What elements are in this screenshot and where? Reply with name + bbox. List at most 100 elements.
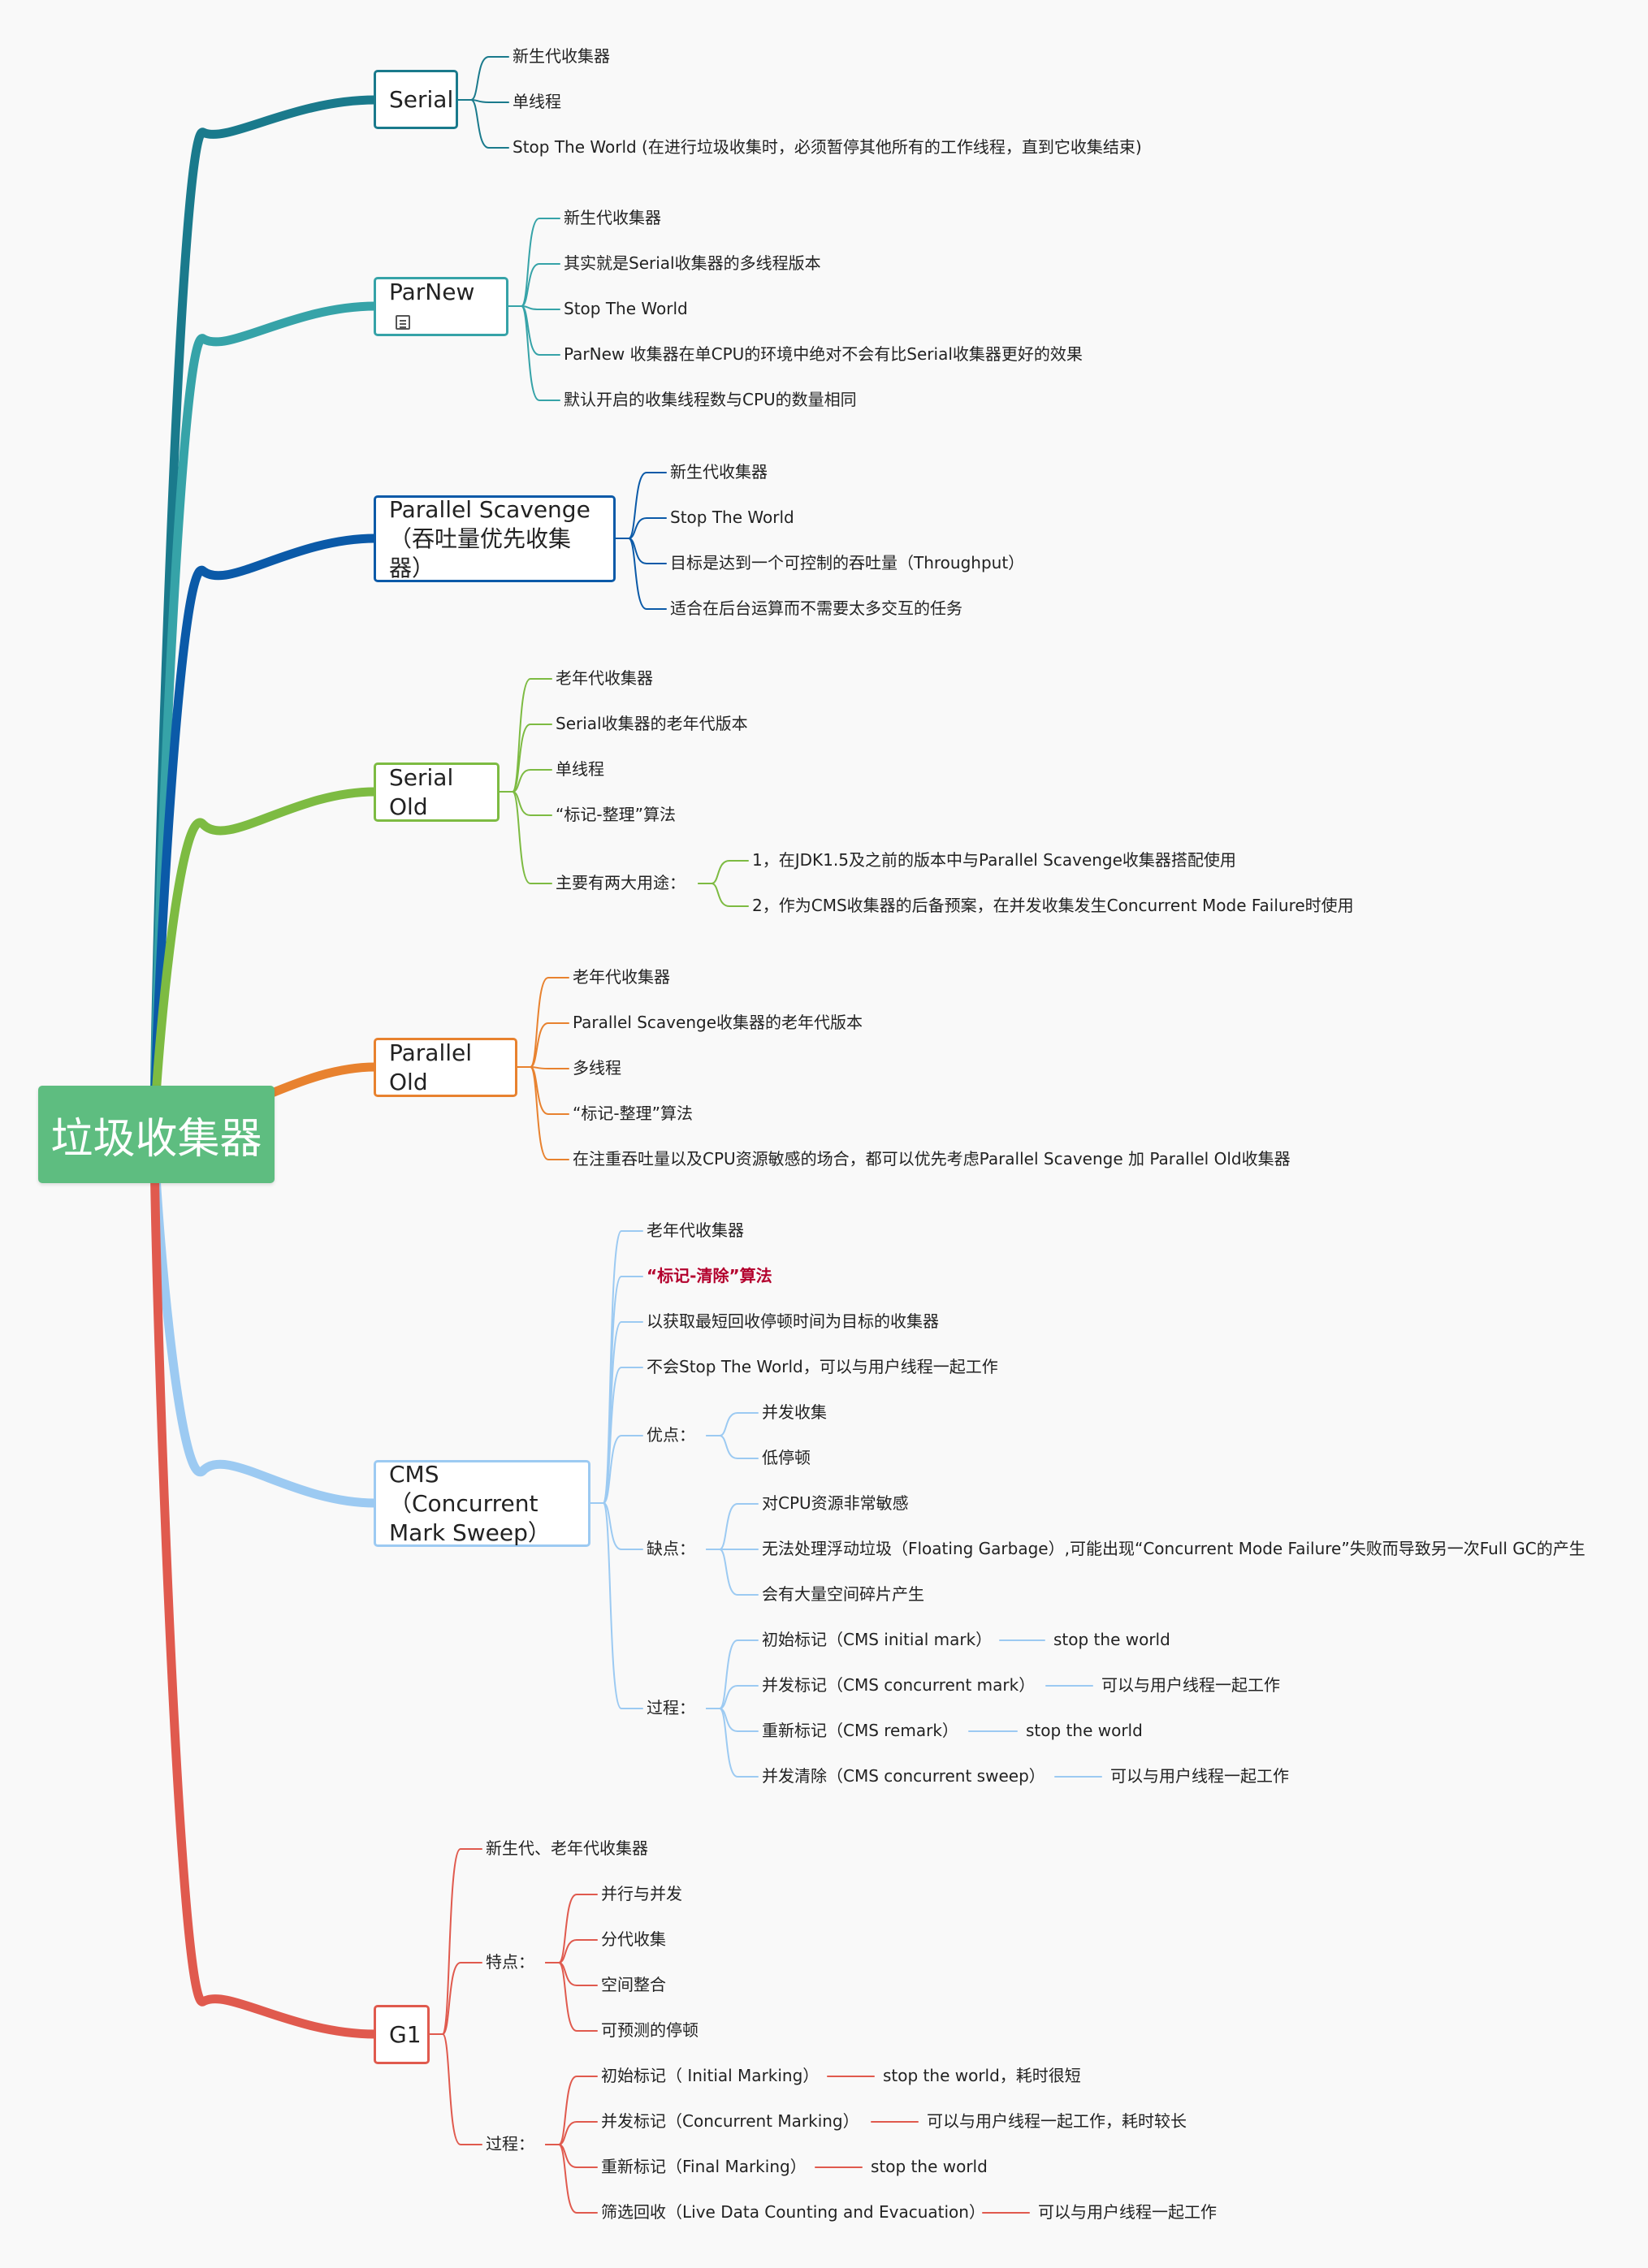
g1-feature-1: 并行与并发: [601, 1884, 682, 1903]
cms-leaf-2: “标记-清除”算法: [647, 1266, 772, 1285]
g1-process-connector-1: [545, 2076, 598, 2145]
ps-leaf-4: 适合在后台运算而不需要太多交互的任务: [670, 598, 962, 618]
po-leaf-5: 在注重吞吐量以及CPU资源敏感的场合，都可以优先考虑Parallel Scave…: [573, 1149, 1291, 1169]
ps-leaf-3: 目标是达到一个可控制的吞吐量（Throughput）: [670, 553, 1025, 572]
cms-cons-label: 缺点：: [647, 1539, 695, 1558]
g1-connector-2: [429, 1962, 482, 2035]
node-g1[interactable]: G1: [374, 2005, 430, 2064]
ps-connector-1: [615, 472, 667, 539]
cms-pros-label: 优点：: [647, 1425, 695, 1445]
node-parallel-scavenge[interactable]: Parallel Scavenge （吞吐量优先收集器）: [374, 495, 616, 582]
root-node[interactable]: 垃圾收集器: [38, 1086, 275, 1183]
branch-line-serial-old: [149, 787, 380, 1139]
parnew-leaf-1: 新生代收集器: [564, 208, 661, 227]
parnew-connector-5: [508, 305, 560, 401]
node-cms[interactable]: CMS（Concurrent Mark Sweep）: [374, 1460, 590, 1547]
g1-step-1-note: stop the world，耗时很短: [883, 2066, 1081, 2085]
cms-process-label: 过程：: [647, 1698, 695, 1717]
cms-connector-7: [590, 1502, 643, 1709]
po-leaf-1: 老年代收集器: [573, 967, 670, 987]
node-serial-label: Serial: [389, 85, 454, 113]
g1-feature-3: 空间整合: [601, 1975, 666, 1994]
ps-leaf-1: 新生代收集器: [670, 462, 768, 482]
cms-step-2: 并发标记（CMS concurrent mark）: [762, 1675, 1036, 1695]
po-leaf-3: 多线程: [573, 1058, 621, 1078]
po-connector-4: [517, 1066, 569, 1115]
g1-features-connector-4: [545, 1962, 598, 2032]
cms-step-4: 并发清除（CMS concurrent sweep）: [762, 1766, 1045, 1786]
note-icon[interactable]: [396, 314, 410, 330]
cms-cons-1: 对CPU资源非常敏感: [762, 1493, 909, 1513]
so-group-label: 主要有两大用途：: [556, 873, 686, 892]
cms-pros-2: 低停顿: [762, 1448, 811, 1467]
cms-step-1: 初始标记（CMS initial mark）: [762, 1630, 993, 1649]
ps-connector-2: [615, 517, 667, 539]
cms-leaf-4: 不会Stop The World，可以与用户线程一起工作: [647, 1357, 998, 1376]
cms-pros-connector-1: [706, 1412, 759, 1436]
g1-connector-3: [429, 2033, 482, 2145]
cms-pros-connector-2: [706, 1435, 759, 1459]
g1-process-connector-3: [545, 2144, 598, 2168]
g1-step-3: 重新标记（Final Marking）: [601, 2157, 807, 2176]
so-connector-3: [499, 769, 552, 793]
cms-connector-3: [590, 1321, 643, 1504]
so-leaf-1: 老年代收集器: [556, 668, 653, 688]
g1-connector-1: [429, 1848, 482, 2035]
so-leaf-4: “标记-整理”算法: [556, 805, 676, 824]
so-connector-4: [499, 791, 552, 816]
g1-process-connector-2: [545, 2121, 598, 2145]
po-connector-5: [517, 1066, 569, 1160]
ps-connector-3: [615, 538, 667, 564]
cms-process-connector-2: [706, 1685, 759, 1709]
cms-step-2-note: 可以与用户线程一起工作: [1101, 1675, 1280, 1695]
cms-connector-5: [590, 1435, 643, 1504]
g1-features-connector-1: [545, 1894, 598, 1963]
so-group-item-1: 1，在JDK1.5及之前的版本中与Parallel Scavenge收集器搭配使…: [752, 850, 1236, 870]
parnew-connector-2: [508, 263, 560, 307]
cms-cons-connector-1: [706, 1503, 759, 1550]
node-serial-old-label: Serial Old: [389, 763, 454, 820]
po-connector-2: [517, 1022, 569, 1068]
cms-step-3: 重新标记（CMS remark）: [762, 1721, 958, 1740]
so-group-item-2: 2，作为CMS收集器的后备预案，在并发收集发生Concurrent Mode F…: [752, 896, 1354, 915]
so-group-connector-2: [698, 883, 749, 907]
serial-connector-1: [457, 56, 509, 101]
g1-process-label: 过程：: [486, 2134, 534, 2154]
node-parallel-scavenge-line2: （吞吐量优先收集器）: [389, 525, 572, 581]
node-parnew-label: ParNew: [389, 278, 475, 305]
cms-step-4-note: 可以与用户线程一起工作: [1110, 1766, 1289, 1786]
ps-leaf-2: Stop The World: [670, 508, 794, 527]
cms-leaf-1: 老年代收集器: [647, 1220, 744, 1240]
cms-leaf-3: 以获取最短回收停顿时间为目标的收集器: [647, 1311, 939, 1331]
po-leaf-2: Parallel Scavenge收集器的老年代版本: [573, 1013, 863, 1032]
po-leaf-4: “标记-整理”算法: [573, 1104, 693, 1123]
serial-leaf-1: 新生代收集器: [513, 46, 610, 66]
serial-connector-3: [457, 99, 509, 149]
so-connector-1: [499, 678, 552, 793]
cms-connector-2: [590, 1276, 643, 1504]
cms-process-connector-1: [706, 1639, 759, 1709]
g1-step-3-note: stop the world: [871, 2157, 988, 2176]
so-connector-5: [499, 791, 552, 884]
g1-leaf-1: 新生代、老年代收集器: [486, 1838, 648, 1858]
node-serial[interactable]: Serial: [374, 70, 458, 129]
node-parallel-scavenge-line1: Parallel Scavenge: [389, 495, 590, 523]
cms-step-3-note: stop the world: [1026, 1721, 1143, 1740]
parnew-leaf-4: ParNew 收集器在单CPU的环境中绝对不会有比Serial收集器更好的效果: [564, 344, 1083, 364]
g1-step-2: 并发标记（Concurrent Marking）: [601, 2111, 859, 2131]
node-cms-line2: Mark Sweep）: [389, 1518, 551, 1546]
node-parallel-old[interactable]: Parallel Old: [374, 1038, 517, 1097]
so-connector-2: [499, 724, 552, 793]
parnew-leaf-2: 其实就是Serial收集器的多线程版本: [564, 253, 821, 273]
g1-step-1: 初始标记（ Initial Marking）: [601, 2066, 820, 2085]
g1-feature-4: 可预测的停顿: [601, 2020, 699, 2040]
g1-features-label: 特点：: [486, 1952, 534, 1972]
g1-feature-2: 分代收集: [601, 1929, 666, 1949]
node-g1-label: G1: [389, 2020, 422, 2048]
node-parnew[interactable]: ParNew: [374, 277, 508, 336]
cms-cons-3: 会有大量空间碎片产生: [762, 1584, 924, 1604]
branch-line-cms: [149, 1130, 380, 1508]
node-serial-old[interactable]: Serial Old: [374, 762, 500, 822]
